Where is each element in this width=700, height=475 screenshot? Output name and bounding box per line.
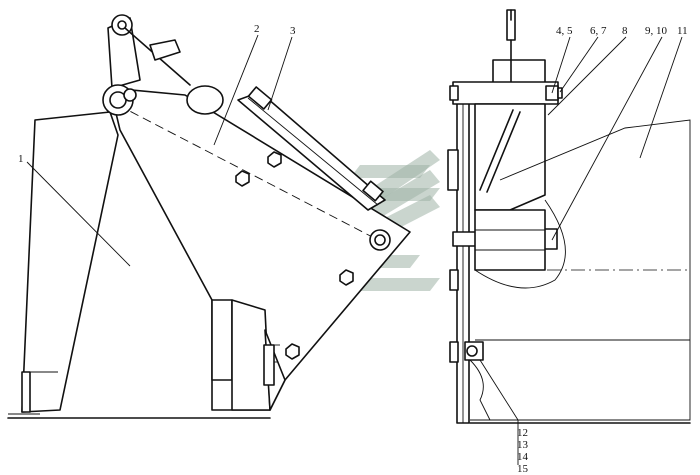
callout-15: 15 — [517, 463, 529, 475]
callout-13: 13 — [517, 439, 529, 451]
callout-8: 8 — [622, 25, 628, 37]
callout-14: 14 — [517, 451, 529, 463]
side-view — [7, 14, 411, 419]
callout-3: 3 — [290, 25, 296, 37]
callout-labels: 1 2 3 4, 5 6, 7 8 9, 10 11 12 13 14 15 — [18, 23, 688, 475]
left-leaders — [26, 34, 293, 267]
callout-2: 2 — [254, 23, 260, 35]
callout-6-7: 6, 7 — [590, 25, 607, 37]
callout-9-10: 9, 10 — [645, 25, 668, 37]
callout-12: 12 — [517, 427, 528, 439]
callout-4-5: 4, 5 — [556, 25, 573, 37]
part-11-outline — [470, 119, 691, 421]
callout-1: 1 — [18, 153, 24, 165]
callout-11: 11 — [677, 25, 688, 37]
part-1-boom — [21, 111, 119, 413]
right-leaders — [479, 36, 683, 465]
front-view — [447, 9, 691, 424]
